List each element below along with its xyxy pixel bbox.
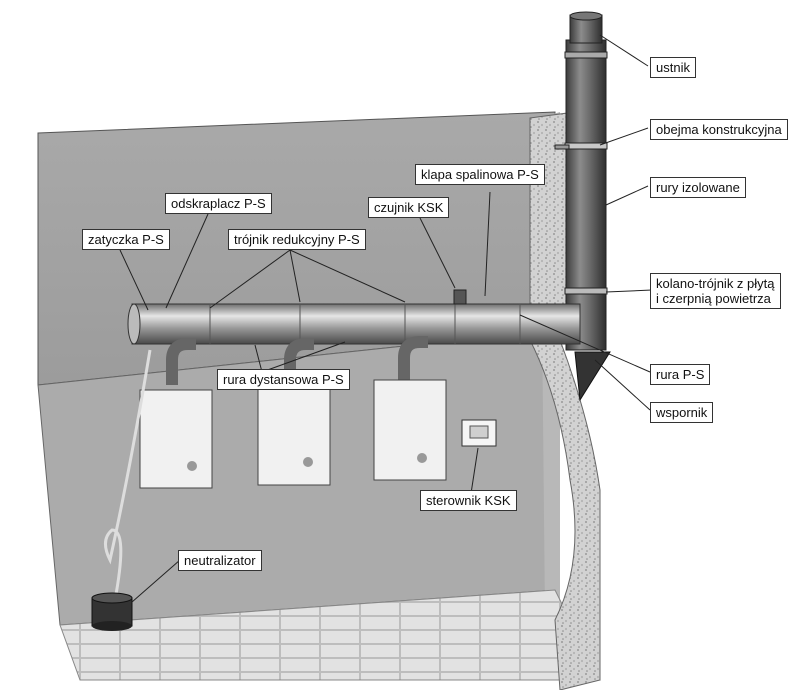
leader-lines — [119, 34, 653, 603]
ksk-controller — [461, 419, 497, 447]
boiler-3 — [373, 336, 447, 481]
neutralizer-tank — [91, 592, 133, 631]
ksk-sensor — [453, 289, 467, 305]
label-rury-izolowane: rury izolowane — [650, 177, 746, 198]
wall-cross-section — [529, 111, 601, 690]
label-ustnik: ustnik — [650, 57, 696, 78]
label-obejma: obejma konstrukcyjna — [650, 119, 788, 140]
label-trojnik: trójnik redukcyjny P-S — [228, 229, 366, 250]
label-rura-dystansowa: rura dystansowa P-S — [217, 369, 350, 390]
label-klapa: klapa spalinowa P-S — [415, 164, 545, 185]
condensate-hose — [104, 349, 152, 601]
label-rura-ps: rura P-S — [650, 364, 711, 385]
chimney-pipe — [565, 39, 607, 351]
support-bracket — [574, 351, 611, 402]
label-sterownik: sterownik KSK — [420, 490, 517, 511]
label-kolano: kolano-trójnik z płytą i czerpnią powiet… — [650, 273, 781, 309]
label-wspornik: wspornik — [650, 402, 714, 423]
label-czujnik: czujnik KSK — [368, 197, 450, 218]
label-neutralizator: neutralizator — [178, 550, 262, 571]
horizontal-flue-pipe — [131, 303, 581, 345]
label-zatyczka: zatyczka P-S — [82, 229, 170, 250]
boiler-1 — [139, 338, 213, 489]
boiler-2 — [257, 338, 331, 486]
label-odskraplacz: odskraplacz P-S — [165, 193, 272, 214]
